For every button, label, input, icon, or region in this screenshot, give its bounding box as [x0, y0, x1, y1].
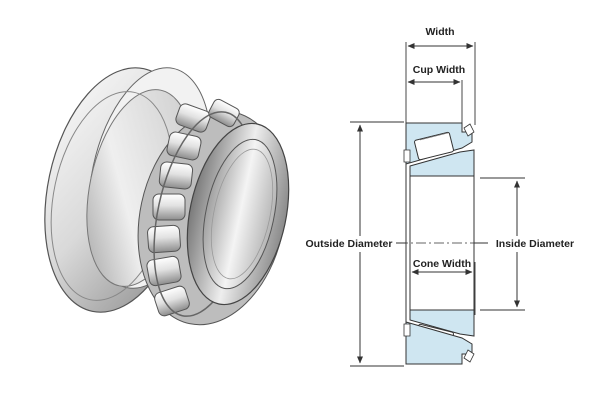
label-cone-width: Cone Width	[413, 258, 471, 270]
tapered-rollers	[146, 98, 240, 317]
label-cup-width: Cup Width	[413, 64, 465, 76]
roller	[152, 193, 186, 221]
bore-inner-edge	[210, 148, 274, 280]
roller	[166, 131, 202, 161]
bottom-section	[403, 309, 475, 365]
cross-section-diagram: Width Cup Width Outside Diameter Inside …	[306, 26, 574, 367]
roller	[147, 224, 181, 254]
bore	[202, 138, 278, 290]
roller	[208, 98, 240, 128]
roller	[146, 255, 182, 287]
label-inside-diameter: Inside Diameter	[496, 238, 574, 250]
roller	[158, 161, 194, 190]
roller	[175, 103, 211, 133]
bearing-3d-illustration	[44, 67, 290, 326]
top-section	[403, 122, 475, 177]
cone-section-top	[409, 149, 475, 177]
label-width: Width	[425, 26, 454, 38]
cone-section-bottom	[409, 309, 475, 337]
dimension-lines	[357, 43, 520, 364]
extension-lines	[350, 42, 525, 367]
label-outside-diameter: Outside Diameter	[306, 238, 393, 250]
